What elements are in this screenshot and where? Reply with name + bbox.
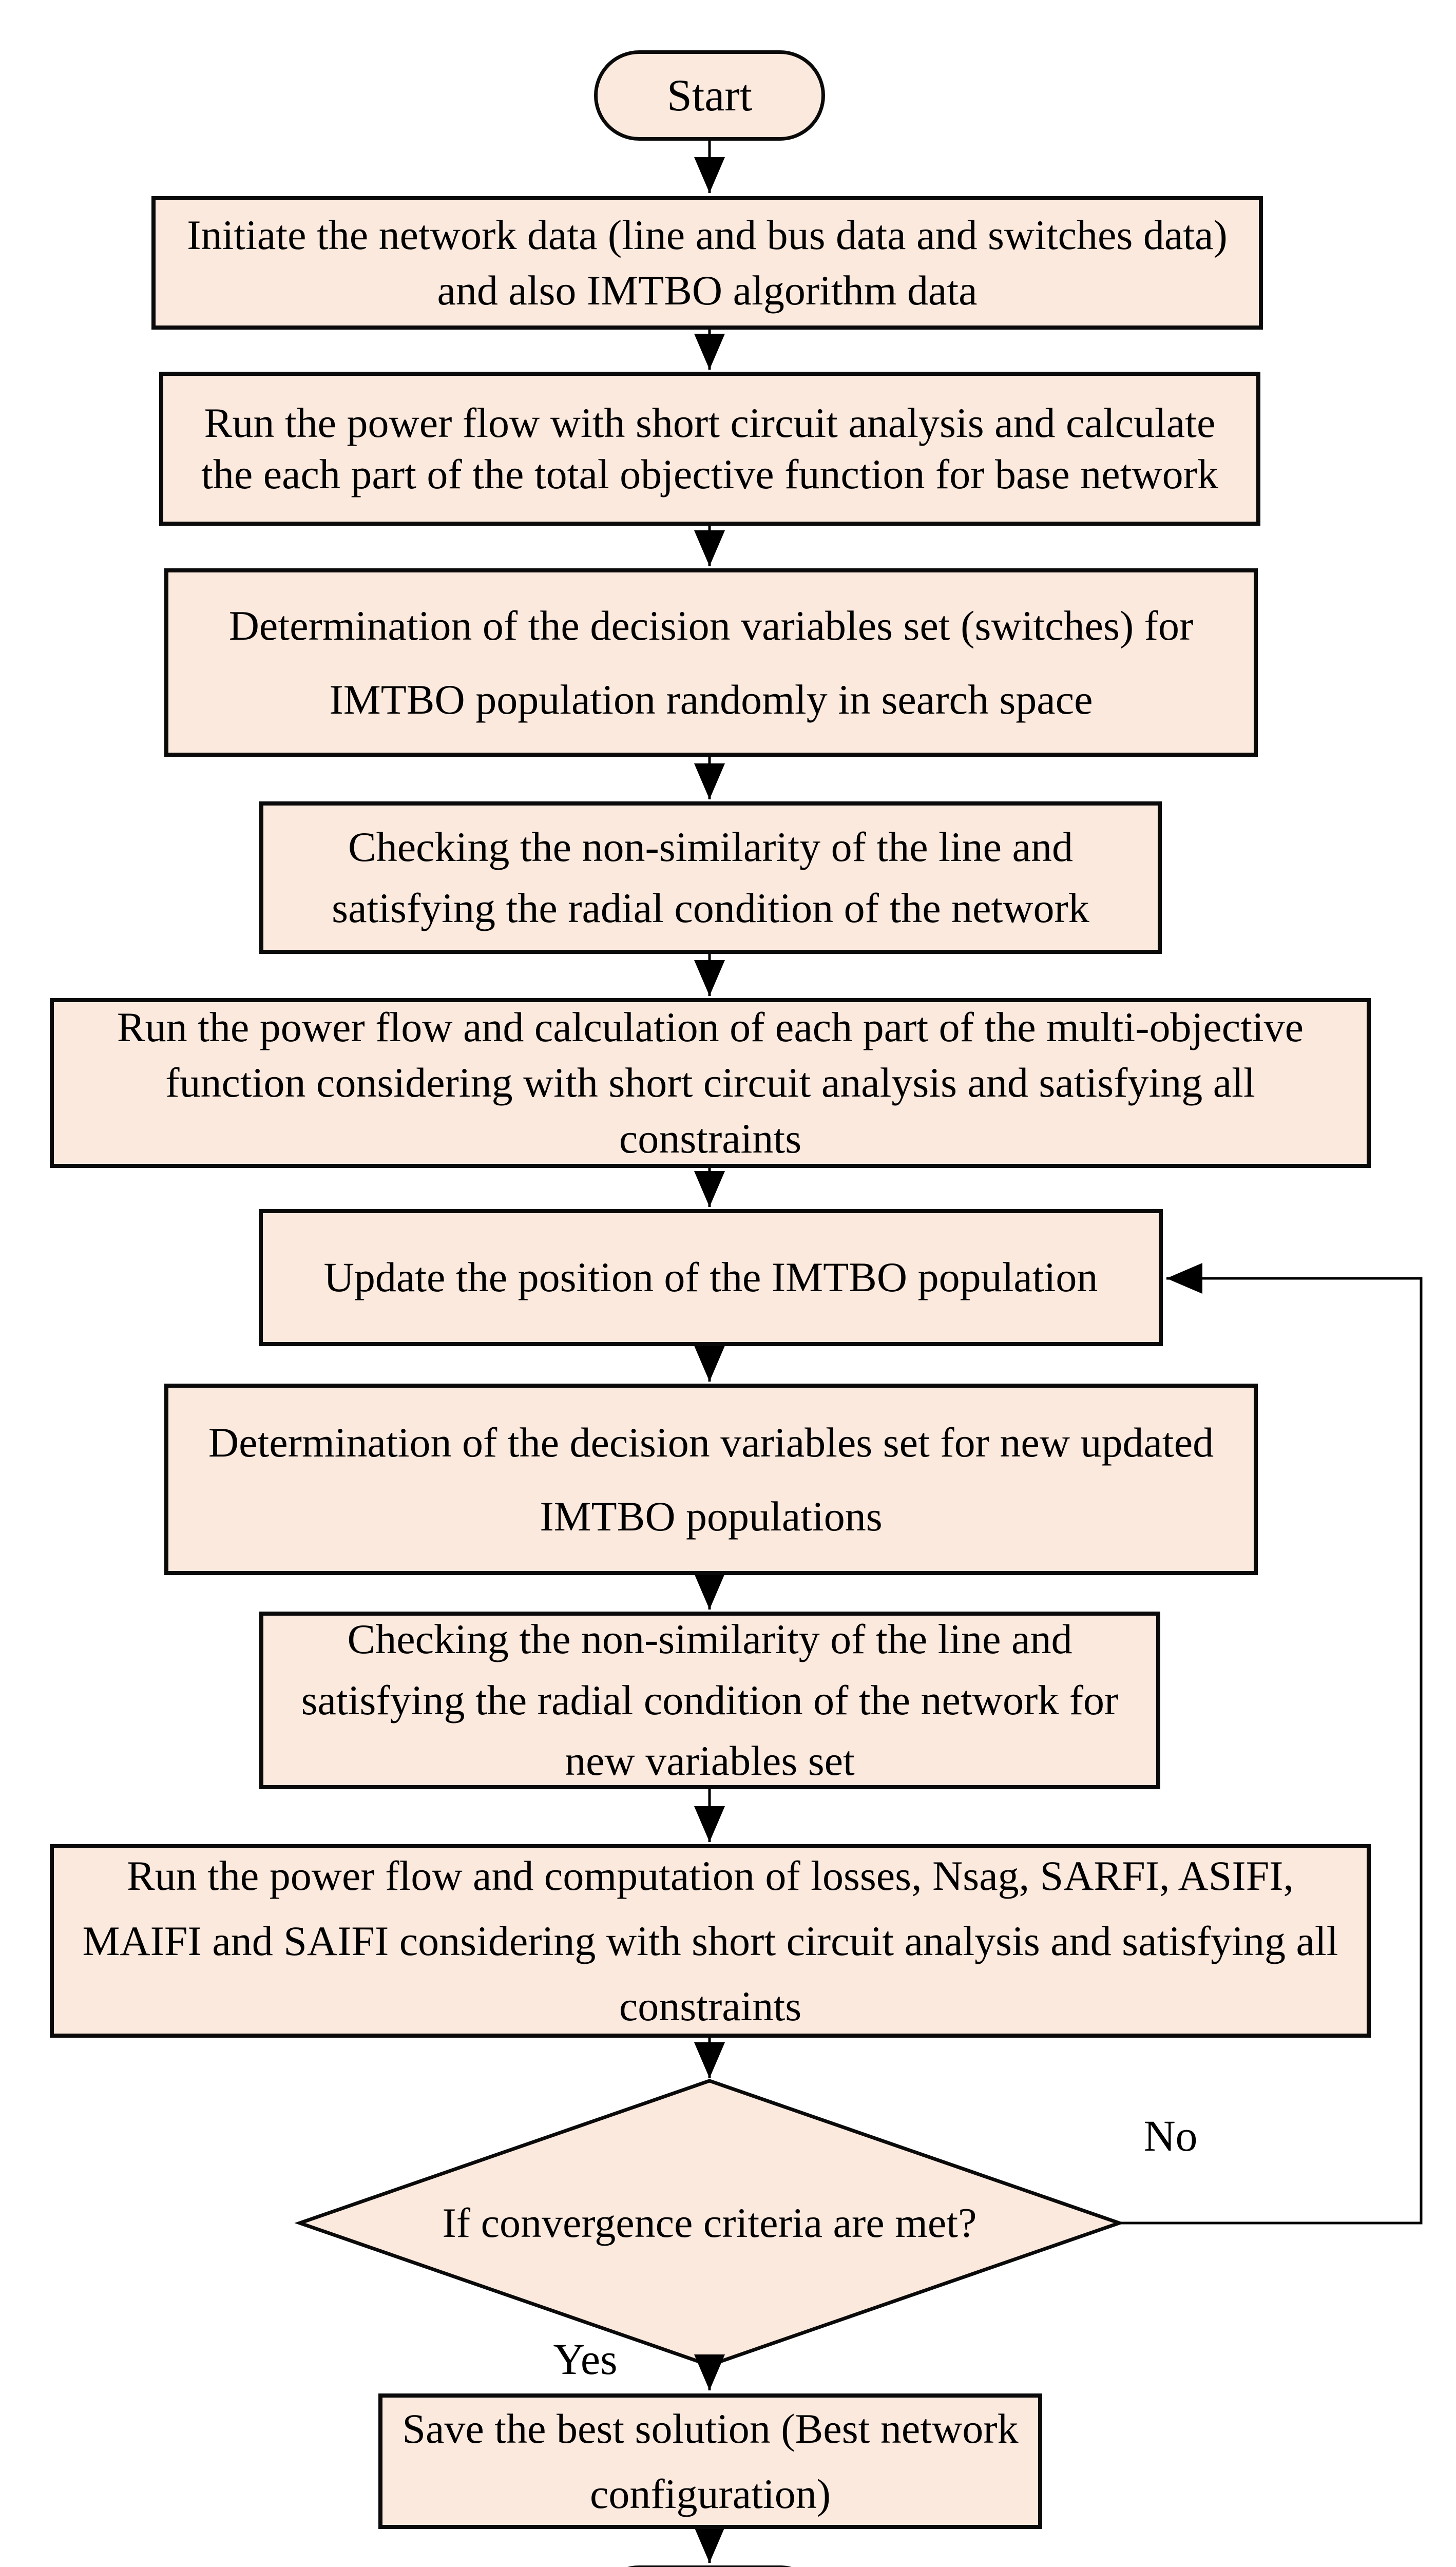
arrow-decision-no-loop xyxy=(1119,1263,1423,2225)
process-run-losses-indices: Run the power flow and computation of lo… xyxy=(50,1844,1371,2038)
edge-label-yes: Yes xyxy=(553,2334,618,2384)
process-save-best-solution-label: Save the best solution (Best network con… xyxy=(402,2405,1019,2517)
process-determine-variables-random: Determination of the decision variables … xyxy=(164,568,1258,757)
start-label: Start xyxy=(666,70,753,121)
process-determine-variables-new-label: Determination of the decision variables … xyxy=(208,1419,1214,1540)
process-check-radial-new: Checking the non-similarity of the line … xyxy=(259,1612,1160,1789)
process-run-base-power-flow-label: Run the power flow with short circuit an… xyxy=(201,399,1218,497)
process-update-imtbo-position: Update the position of the IMTBO populat… xyxy=(259,1209,1163,1346)
process-determine-variables-new: Determination of the decision variables … xyxy=(164,1384,1258,1575)
process-run-multiobjective: Run the power flow and calculation of ea… xyxy=(50,998,1371,1168)
process-check-radial: Checking the non-similarity of the line … xyxy=(259,801,1162,954)
decision-convergence: If convergence criteria are met? xyxy=(350,2156,1069,2290)
process-update-imtbo-position-label: Update the position of the IMTBO populat… xyxy=(323,1254,1098,1301)
start-terminator: Start xyxy=(594,50,825,141)
process-initiate-data: Initiate the network data (line and bus … xyxy=(151,196,1263,330)
process-determine-variables-random-label: Determination of the decision variables … xyxy=(228,602,1194,723)
process-initiate-data-label: Initiate the network data (line and bus … xyxy=(187,211,1228,314)
process-check-radial-new-label: Checking the non-similarity of the line … xyxy=(301,1615,1119,1785)
decision-convergence-label: If convergence criteria are met? xyxy=(442,2199,977,2246)
process-check-radial-label: Checking the non-similarity of the line … xyxy=(332,823,1089,931)
edge-label-no: No xyxy=(1143,2111,1198,2160)
process-run-base-power-flow: Run the power flow with short circuit an… xyxy=(159,372,1260,526)
process-run-losses-indices-label: Run the power flow and computation of lo… xyxy=(82,1852,1338,2030)
process-run-multiobjective-label: Run the power flow and calculation of ea… xyxy=(117,1004,1304,1162)
process-save-best-solution: Save the best solution (Best network con… xyxy=(378,2393,1042,2529)
